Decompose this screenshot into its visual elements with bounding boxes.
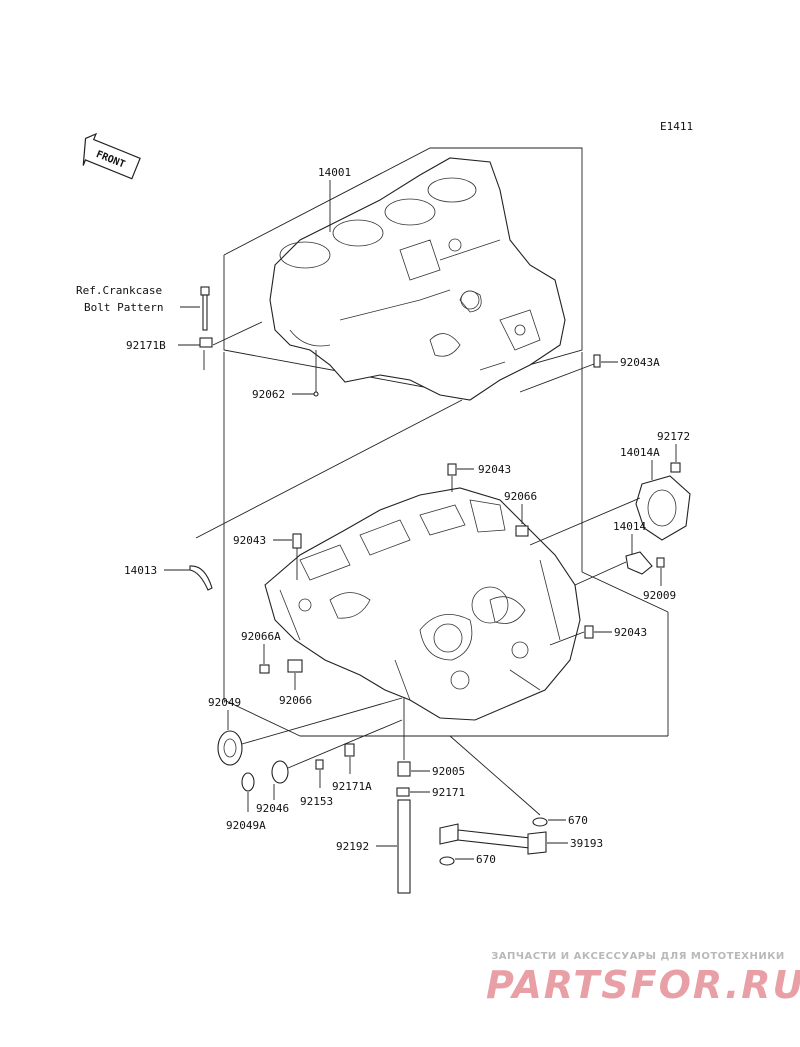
part-label-14013: 14013 — [124, 564, 157, 577]
seal-92049A-icon — [241, 772, 255, 792]
part-label-92043-left: 92043 — [233, 534, 266, 547]
part-label-92043-right: 92043 — [614, 626, 647, 639]
bolt-92172-icon — [670, 462, 681, 473]
diagram-code: E1411 — [660, 120, 693, 133]
ref-crankcase-text: Ref.Crankcase — [76, 284, 162, 297]
bearing-insert-14013-icon — [189, 565, 213, 591]
clamp-92171A-icon — [344, 743, 355, 757]
dowel-92043-right-icon — [584, 625, 594, 639]
front-arrow-icon: FRONT — [82, 132, 141, 180]
hose-92192-icon — [397, 799, 411, 894]
upper-crankcase-outline — [223, 147, 583, 401]
watermark-tagline: ЗАПЧАСТИ И АКСЕССУАРЫ ДЛЯ МОТОТЕХНИКИ — [491, 951, 785, 962]
part-label-92172: 92172 — [657, 430, 690, 443]
part-label-92171B: 92171B — [126, 339, 166, 352]
bracket-14014-icon — [625, 551, 653, 575]
pin-92062-icon — [313, 391, 319, 397]
part-label-92049A: 92049A — [226, 819, 266, 832]
bearing-92066-low-icon — [287, 659, 303, 673]
part-label-14014A: 14014A — [620, 446, 660, 459]
cover-14014A-icon — [635, 475, 691, 541]
watermark-logo: PARTSFOR.RU — [486, 963, 800, 1007]
dowel-92043A-icon — [593, 354, 601, 368]
part-label-92046: 92046 — [256, 802, 289, 815]
pipe-39193-icon — [439, 823, 547, 855]
collar-92046-icon — [271, 760, 289, 784]
part-label-92005: 92005 — [432, 765, 465, 778]
part-label-92192: 92192 — [336, 840, 369, 853]
part-label-92153: 92153 — [300, 795, 333, 808]
part-label-92009: 92009 — [643, 589, 676, 602]
oring-670-b-icon — [439, 856, 455, 866]
part-label-92066-low: 92066 — [279, 694, 312, 707]
part-label-92171: 92171 — [432, 786, 465, 799]
part-label-92062: 92062 — [252, 388, 285, 401]
clamp-92171B-icon — [199, 337, 213, 348]
part-label-92066A: 92066A — [241, 630, 281, 643]
part-label-92049: 92049 — [208, 696, 241, 709]
clamp-92171-icon — [396, 787, 410, 797]
dowel-92043-top-icon — [447, 463, 457, 476]
lower-crankcase-outline — [264, 487, 581, 721]
part-label-92043A: 92043A — [620, 356, 660, 369]
part-label-670-b: 670 — [476, 853, 496, 866]
part-label-92171A: 92171A — [332, 780, 372, 793]
oring-670-a-icon — [532, 817, 548, 827]
plug-92066A-icon — [259, 664, 270, 674]
part-label-39193: 39193 — [570, 837, 603, 850]
part-label-14014: 14014 — [613, 520, 646, 533]
part-label-670-a: 670 — [568, 814, 588, 827]
oil-seal-92049-icon — [217, 730, 243, 766]
bolt-92153-icon — [315, 759, 324, 770]
bearing-92066-top-icon — [515, 525, 529, 537]
fitting-92005-icon — [397, 761, 411, 777]
dowel-92043-left-icon — [292, 533, 302, 549]
part-label-92066-top: 92066 — [504, 490, 537, 503]
ref-bolt-pattern-text: Bolt Pattern — [84, 301, 163, 314]
part-label-14001: 14001 — [318, 166, 351, 179]
part-label-92043-top: 92043 — [478, 463, 511, 476]
crankcase-bolt-icon — [200, 286, 210, 331]
bolt-92009-icon — [656, 557, 665, 568]
